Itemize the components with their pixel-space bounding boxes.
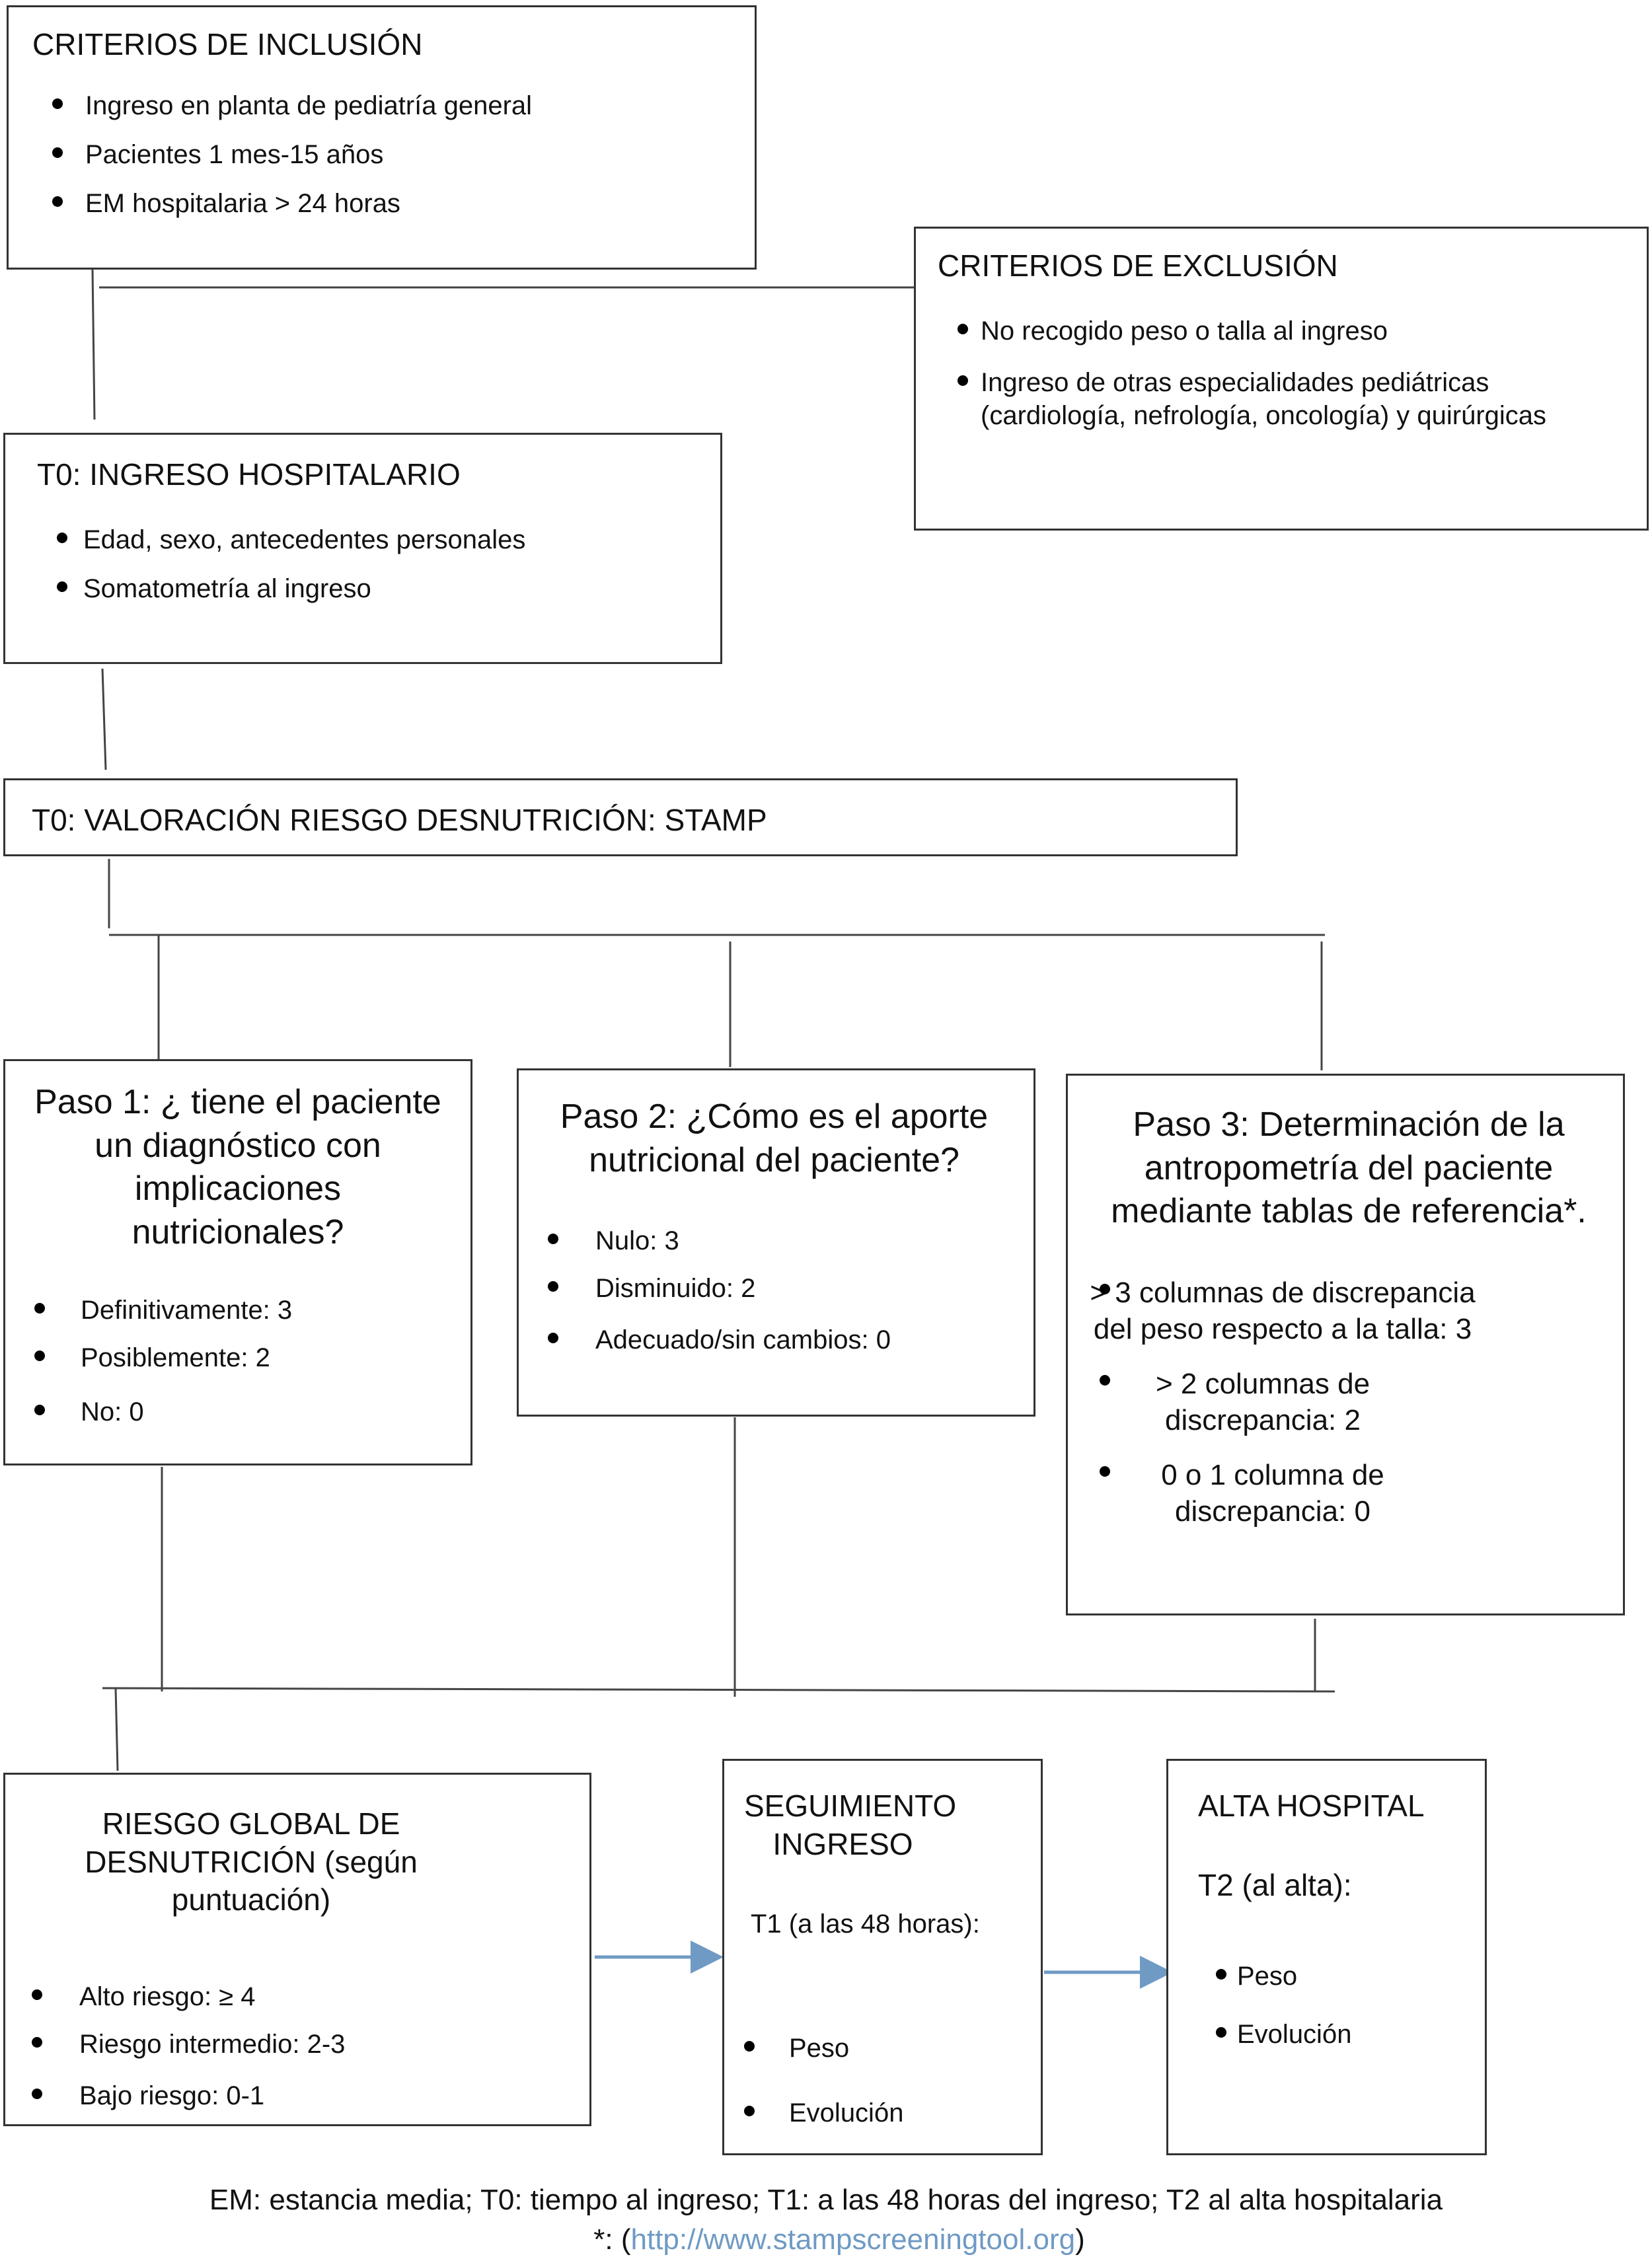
t0-valoracion-title: T0: VALORACIÓN RIESGO DESNUTRICIÓN: STAM… <box>32 803 767 837</box>
t0-valoracion-box: T0: VALORACIÓN RIESGO DESNUTRICIÓN: STAM… <box>3 778 1238 856</box>
seguimiento-title: SEGUIMIENTO INGRESO <box>744 1789 957 1861</box>
exclusion-item: Ingreso de otras especialidades pediátri… <box>938 366 1633 432</box>
footer-legend: EM: estancia media; T0: tiempo al ingres… <box>209 2184 1443 2216</box>
paso3-box: Paso 3: Determinación de la antropometrí… <box>1066 1074 1625 1615</box>
riesgo-item: Alto riesgo: ≥ 4 <box>12 1980 583 2013</box>
alta-title: ALTA HOSPITAL <box>1198 1789 1425 1823</box>
riesgo-item: Bajo riesgo: 0-1 <box>12 2079 583 2112</box>
paso2-item: Adecuado/sin cambios: 0 <box>528 1323 1020 1356</box>
seguimiento-item: Peso <box>724 2032 1034 2065</box>
paso1-item: No: 0 <box>15 1395 461 1428</box>
exclusion-title: CRITERIOS DE EXCLUSIÓN <box>938 248 1338 283</box>
seguimiento-box: SEGUIMIENTO INGRESO T1 (a las 48 horas):… <box>722 1759 1043 2155</box>
paso1-item: Posiblemente: 2 <box>15 1341 461 1374</box>
paso2-item: Nulo: 3 <box>528 1224 1020 1257</box>
t0-ingreso-title: T0: INGRESO HOSPITALARIO <box>37 457 461 492</box>
paso3-item: > 3 columnas de discrepancia del peso re… <box>1080 1275 1618 1347</box>
stamp-link[interactable]: http://www.stampscreeningtool.org <box>630 2223 1076 2256</box>
paso3-title: Paso 3: Determinación de la antropometrí… <box>1111 1105 1587 1231</box>
paso1-box: Paso 1: ¿ tiene el paciente un diagnósti… <box>3 1059 472 1465</box>
paso2-title: Paso 2: ¿Cómo es el aporte nutricional d… <box>560 1097 989 1179</box>
paso2-item: Disminuido: 2 <box>528 1272 1020 1305</box>
inclusion-title: CRITERIOS DE INCLUSIÓN <box>32 27 423 61</box>
paso3-item: > 2 columnas de discrepancia: 2 <box>1080 1366 1618 1438</box>
paso3-item: 0 o 1 columna de discrepancia: 0 <box>1080 1457 1618 1530</box>
inclusion-item: Ingreso en planta de pediatría general <box>32 89 755 122</box>
inclusion-item: EM hospitalaria > 24 horas <box>32 187 755 220</box>
paso1-item: Definitivamente: 3 <box>15 1294 461 1327</box>
alta-item: Peso <box>1196 1960 1478 1993</box>
riesgo-title: RIESGO GLOBAL DE DESNUTRICIÓN (según pun… <box>85 1806 418 1917</box>
paso2-box: Paso 2: ¿Cómo es el aporte nutricional d… <box>517 1068 1035 1417</box>
alta-subtitle: T2 (al alta): <box>1198 1867 1352 1902</box>
seguimiento-item: Evolución <box>724 2096 1034 2129</box>
t0-ingreso-box: T0: INGRESO HOSPITALARIO Edad, sexo, ant… <box>3 433 722 664</box>
inclusion-item: Pacientes 1 mes-15 años <box>32 138 755 171</box>
t0-ingreso-item: Edad, sexo, antecedentes personales <box>37 523 720 556</box>
exclusion-criteria-box: CRITERIOS DE EXCLUSIÓN No recogido peso … <box>914 227 1649 531</box>
footer-note-prefix: *: ( <box>593 2223 631 2256</box>
exclusion-item: No recogido peso o talla al ingreso <box>938 315 1633 348</box>
inclusion-criteria-box: CRITERIOS DE INCLUSIÓN Ingreso en planta… <box>7 5 757 270</box>
paso1-title: Paso 1: ¿ tiene el paciente un diagnósti… <box>34 1083 441 1251</box>
footer-note-suffix: ) <box>1075 2223 1085 2256</box>
alta-hospital-box: ALTA HOSPITAL T2 (al alta): Peso Evoluci… <box>1166 1759 1487 2155</box>
riesgo-global-box: RIESGO GLOBAL DE DESNUTRICIÓN (según pun… <box>3 1773 591 2126</box>
seguimiento-subtitle: T1 (a las 48 horas): <box>751 1909 980 1939</box>
t0-ingreso-item: Somatometría al ingreso <box>37 572 720 605</box>
alta-item: Evolución <box>1196 2018 1478 2051</box>
riesgo-item: Riesgo intermedio: 2-3 <box>12 2028 583 2061</box>
footer-note: *: (http://www.stampscreeningtool.org) <box>0 2223 1652 2256</box>
